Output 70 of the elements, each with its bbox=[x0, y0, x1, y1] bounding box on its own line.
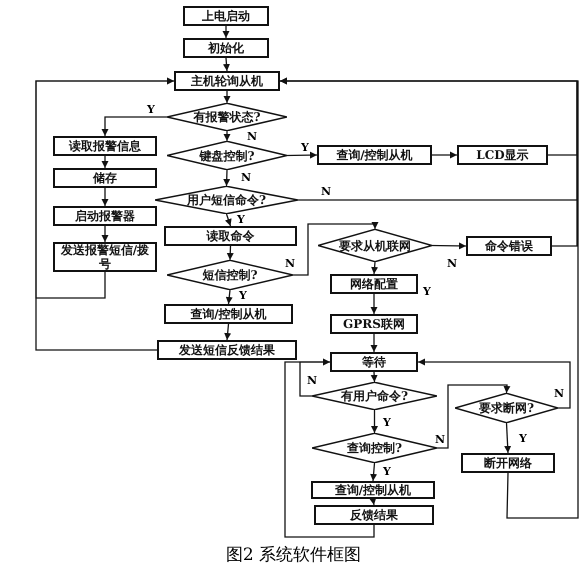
edge-label: N bbox=[446, 258, 458, 269]
arrow bbox=[370, 372, 378, 382]
arrow bbox=[418, 358, 571, 409]
edge-label: Y bbox=[382, 466, 392, 477]
arrow bbox=[437, 384, 510, 449]
edge-label: Y bbox=[236, 214, 246, 225]
edge-label: N bbox=[240, 172, 252, 183]
process-box: 储存 bbox=[53, 168, 157, 188]
arrow bbox=[226, 290, 233, 304]
process-box: 查询/控制从机 bbox=[311, 481, 435, 499]
edge-label: Y bbox=[300, 142, 310, 153]
process-box: 上电启动 bbox=[183, 6, 269, 26]
decision-diamond: 键盘控制? bbox=[167, 141, 287, 170]
arrow bbox=[102, 116, 167, 136]
arrow bbox=[369, 498, 376, 506]
edge-label: Y bbox=[518, 433, 528, 444]
process-box: 发送短信反馈结果 bbox=[157, 340, 297, 360]
arrow bbox=[432, 242, 466, 250]
arrow bbox=[222, 26, 230, 38]
arrow bbox=[102, 156, 108, 168]
process-box: 发送报警短信/拨号 bbox=[53, 242, 157, 272]
edge-label: Y bbox=[238, 290, 248, 301]
edge-label: N bbox=[434, 434, 446, 445]
process-box: 等待 bbox=[330, 352, 418, 372]
arrow bbox=[226, 246, 234, 260]
decision-diamond: 用户短信命令? bbox=[155, 186, 298, 214]
arrow bbox=[102, 188, 108, 206]
edge-label: N bbox=[306, 375, 318, 386]
process-box: GPRS联网 bbox=[330, 314, 418, 334]
decision-diamond: 有报警状态? bbox=[167, 103, 287, 131]
arrow bbox=[224, 91, 230, 103]
arrow bbox=[432, 152, 457, 158]
arrow bbox=[504, 422, 512, 454]
arrow bbox=[224, 131, 230, 141]
arrow bbox=[222, 58, 230, 72]
arrow bbox=[35, 78, 174, 351]
edge-label: Y bbox=[422, 286, 432, 297]
process-box: 初始化 bbox=[183, 38, 269, 58]
edge-label: N bbox=[284, 258, 296, 269]
process-box: 断开网络 bbox=[461, 453, 555, 473]
edge-label: N bbox=[246, 131, 258, 142]
process-box: 读取命令 bbox=[164, 226, 297, 246]
process-box: 读取报警信息 bbox=[53, 136, 157, 156]
figure-caption: 图2 系统软件框图 bbox=[226, 545, 362, 565]
decision-diamond: 查询控制? bbox=[312, 433, 437, 463]
process-box: LCD显示 bbox=[457, 145, 548, 165]
process-box: 反馈结果 bbox=[314, 505, 434, 525]
arrow bbox=[286, 152, 318, 159]
arrow bbox=[280, 78, 579, 519]
process-box: 网络配置 bbox=[330, 274, 418, 294]
arrow bbox=[224, 324, 232, 340]
process-box: 查询/控制从机 bbox=[317, 145, 432, 165]
arrow bbox=[223, 170, 230, 186]
process-box: 主机轮询从机 bbox=[174, 71, 280, 91]
process-box: 查询/控制从机 bbox=[164, 304, 293, 324]
process-box: 启动报警器 bbox=[53, 206, 157, 226]
arrow bbox=[102, 226, 108, 242]
arrow bbox=[370, 462, 378, 482]
process-box: 命令错误 bbox=[466, 236, 552, 256]
arrow bbox=[284, 358, 375, 538]
arrow bbox=[293, 222, 378, 276]
arrow bbox=[370, 334, 378, 352]
arrow bbox=[371, 410, 378, 433]
arrow bbox=[224, 214, 232, 226]
decision-diamond: 要求从机联网 bbox=[318, 229, 432, 262]
arrow bbox=[370, 294, 378, 314]
edge-label: Y bbox=[146, 104, 156, 115]
edge-label: Y bbox=[382, 417, 392, 428]
arrow bbox=[371, 262, 378, 274]
edge-label: N bbox=[320, 186, 332, 197]
